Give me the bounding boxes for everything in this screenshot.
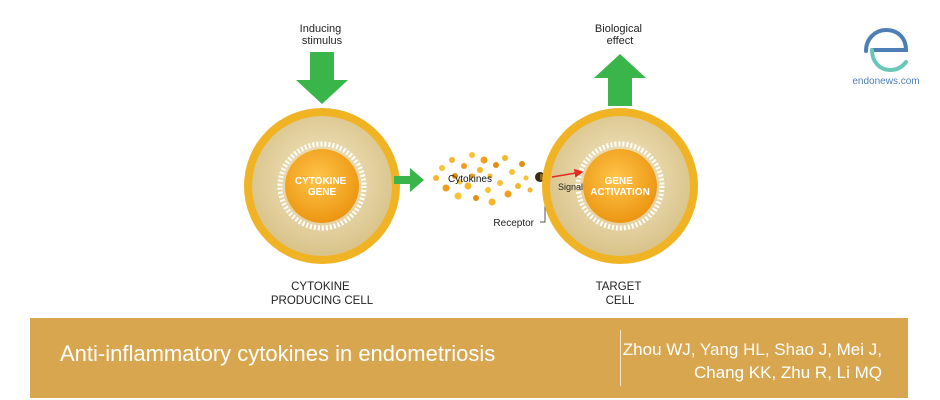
banner-divider — [620, 330, 621, 386]
cytokine-particles — [433, 152, 533, 206]
article-title: Anti-inflammatory cytokines in endometri… — [60, 341, 496, 366]
cytokines-label: Cytokines — [448, 174, 492, 185]
biological-effect-label: Biological effect — [595, 23, 645, 47]
producing-nucleus — [285, 149, 359, 223]
stimulus-arrow — [296, 52, 348, 104]
endonews-e-icon — [864, 27, 909, 73]
receptor-label: Receptor — [493, 218, 534, 229]
signal-label: Signal — [558, 182, 583, 192]
gene-activation-label: GENE ACTIVATION — [590, 176, 650, 198]
target-cell-caption: TARGET CELL — [596, 281, 645, 307]
signal-arrow — [551, 168, 584, 178]
logo-site-text: endonews.com — [852, 76, 920, 87]
cytokine-signaling-diagram: Inducing stimulus CYTOKINE GENE — [244, 23, 698, 307]
authors-line-1: Zhou WJ, Yang HL, Shao J, Mei J, — [622, 340, 882, 359]
target-nucleus — [583, 149, 657, 223]
stimulus-label: Inducing stimulus — [300, 23, 345, 47]
target-nucleus-membrane — [575, 141, 665, 231]
caption-banner: Anti-inflammatory cytokines in endometri… — [30, 318, 908, 398]
cytokine-producing-cell — [244, 108, 400, 264]
cytokine-gene-label: CYTOKINE GENE — [295, 176, 349, 198]
endonews-logo[interactable]: endonews.com — [846, 26, 926, 96]
target-cell — [542, 108, 698, 264]
biological-effect-arrow — [594, 54, 646, 106]
article-authors: Zhou WJ, Yang HL, Shao J, Mei J, Chang K… — [612, 338, 882, 384]
producing-nucleus-membrane — [277, 141, 367, 231]
secretion-arrow — [394, 168, 424, 192]
authors-line-2: Chang KK, Zhu R, Li MQ — [693, 363, 882, 382]
producing-cell-caption: CYTOKINE PRODUCING CELL — [271, 281, 374, 307]
